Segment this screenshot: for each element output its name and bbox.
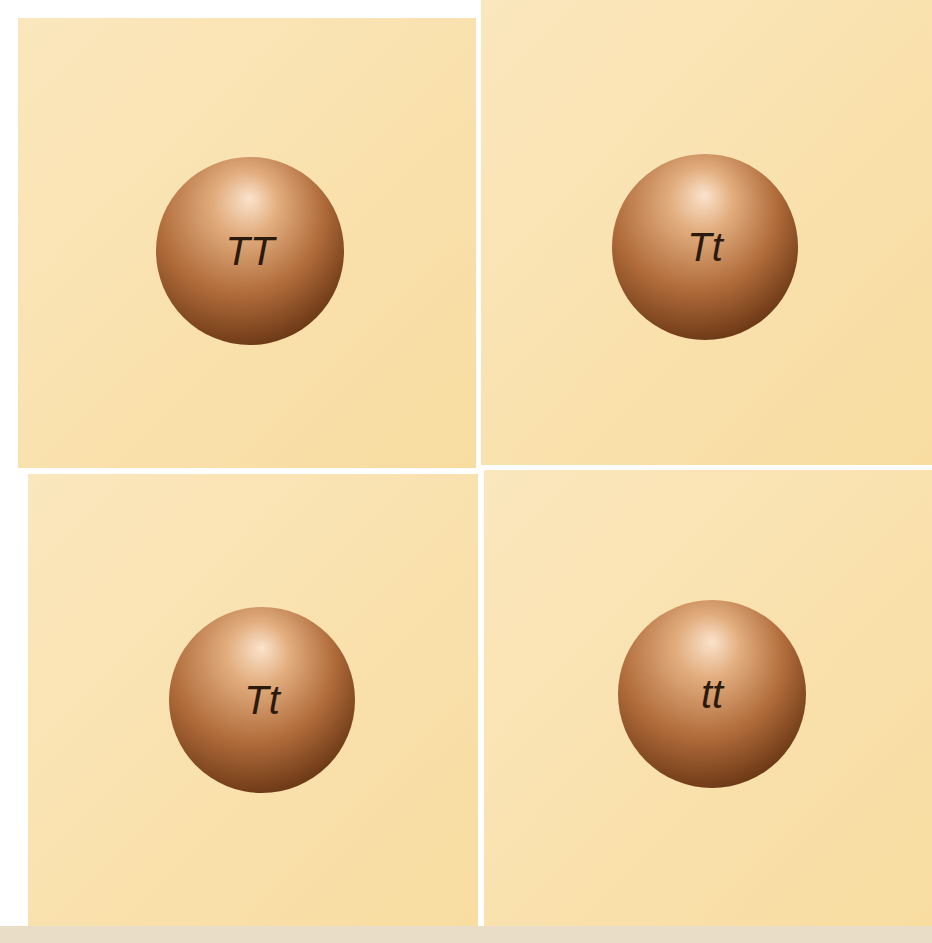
genotype-label: TT xyxy=(226,229,275,274)
genotype-sphere: TT xyxy=(155,156,345,346)
sphere-body xyxy=(612,154,798,340)
grid-cell xyxy=(484,470,932,926)
genotype-label: tt xyxy=(701,672,723,717)
genotype-label: Tt xyxy=(687,225,723,270)
page-edge xyxy=(0,926,932,943)
grid-cell xyxy=(28,474,478,926)
sphere-body xyxy=(156,157,344,345)
genotype-sphere: Tt xyxy=(611,153,799,341)
sphere-body xyxy=(618,600,806,788)
genotype-label: Tt xyxy=(244,678,280,723)
sphere-body xyxy=(169,607,355,793)
genotype-sphere: tt xyxy=(617,599,807,789)
grid-cell xyxy=(18,18,476,468)
grid-cell xyxy=(481,0,932,465)
genotype-sphere: Tt xyxy=(168,606,356,794)
